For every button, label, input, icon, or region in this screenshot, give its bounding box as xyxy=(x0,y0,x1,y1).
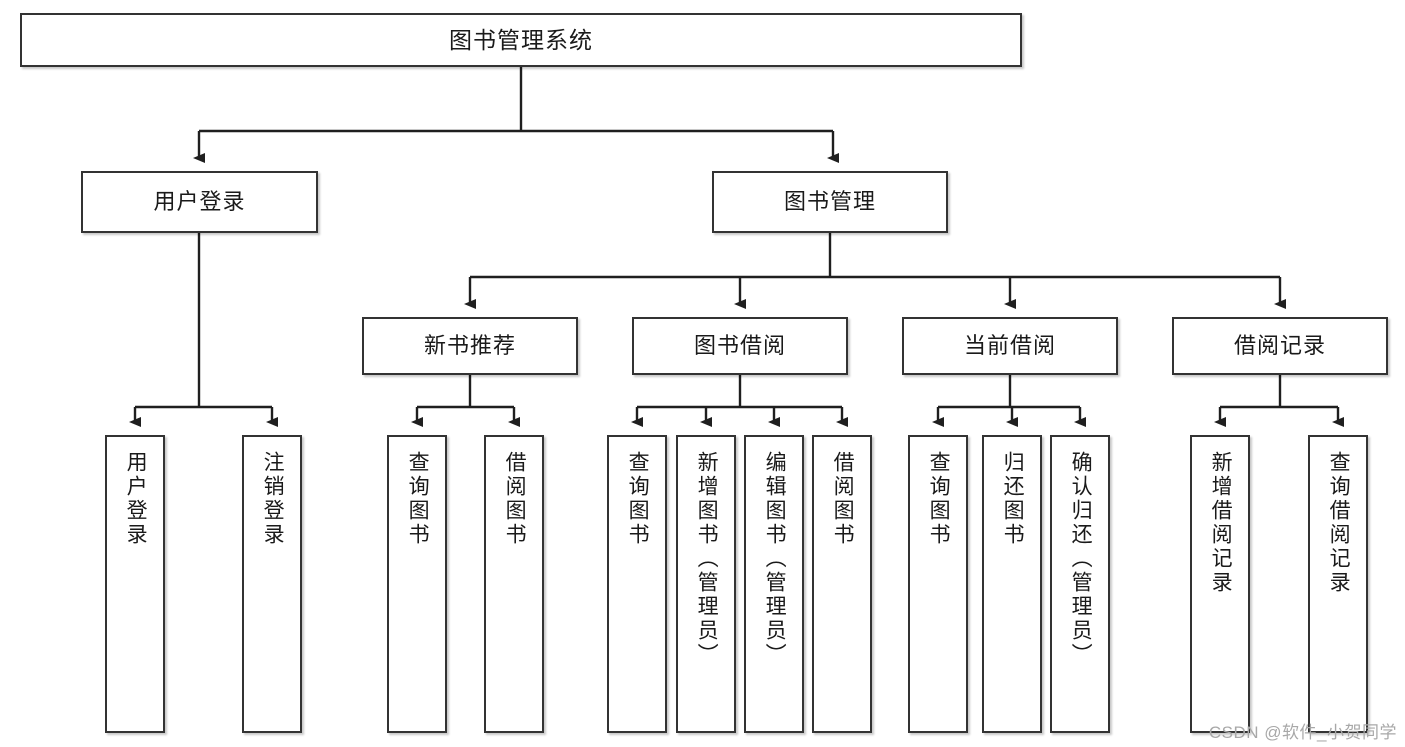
node-label: 归还图书 xyxy=(1001,451,1025,547)
node-leaf-query-book-1[interactable]: 查询图书 xyxy=(387,435,447,733)
node-label: 确认归还（管理员） xyxy=(1069,451,1093,667)
node-label: 借阅图书 xyxy=(503,451,527,547)
node-leaf-query-record[interactable]: 查询借阅记录 xyxy=(1308,435,1368,733)
csdn-watermark: CSDN @软件_小贺同学 xyxy=(1208,723,1397,742)
node-label: 新增借阅记录 xyxy=(1209,451,1233,595)
node-label: 编辑图书（管理员） xyxy=(763,451,787,667)
node-book-borrow[interactable]: 图书借阅 xyxy=(632,317,848,375)
node-leaf-edit-book[interactable]: 编辑图书（管理员） xyxy=(744,435,804,733)
node-user-login[interactable]: 用户登录 xyxy=(81,171,318,233)
node-label: 新增图书（管理员） xyxy=(695,451,719,667)
node-leaf-return-book[interactable]: 归还图书 xyxy=(982,435,1042,733)
node-root-system[interactable]: 图书管理系统 xyxy=(20,13,1022,67)
node-book-manage[interactable]: 图书管理 xyxy=(712,171,948,233)
node-label: 图书借阅 xyxy=(693,333,786,359)
node-leaf-confirm-return[interactable]: 确认归还（管理员） xyxy=(1050,435,1110,733)
node-leaf-borrow-book-2[interactable]: 借阅图书 xyxy=(812,435,872,733)
node-leaf-user-login[interactable]: 用户登录 xyxy=(105,435,165,733)
node-label: 图书管理 xyxy=(783,189,876,215)
node-label: 当前借阅 xyxy=(963,333,1056,359)
node-label: 新书推荐 xyxy=(423,333,516,359)
node-leaf-add-book[interactable]: 新增图书（管理员） xyxy=(676,435,736,733)
node-label: 查询图书 xyxy=(406,451,430,547)
node-current-borrow[interactable]: 当前借阅 xyxy=(902,317,1118,375)
node-borrow-record[interactable]: 借阅记录 xyxy=(1172,317,1388,375)
node-label: 查询图书 xyxy=(626,451,650,547)
node-label: 注销登录 xyxy=(261,451,285,547)
node-label: 借阅图书 xyxy=(831,451,855,547)
node-leaf-logout[interactable]: 注销登录 xyxy=(242,435,302,733)
node-label: 借阅记录 xyxy=(1233,333,1326,359)
node-label: 查询图书 xyxy=(927,451,951,547)
node-leaf-query-book-3[interactable]: 查询图书 xyxy=(908,435,968,733)
node-label: 用户登录 xyxy=(153,189,246,215)
node-label: 用户登录 xyxy=(124,451,148,547)
node-label: 查询借阅记录 xyxy=(1327,451,1351,595)
node-label: 图书管理系统 xyxy=(449,26,593,53)
node-leaf-query-book-2[interactable]: 查询图书 xyxy=(607,435,667,733)
node-leaf-borrow-book-1[interactable]: 借阅图书 xyxy=(484,435,544,733)
node-new-book-rec[interactable]: 新书推荐 xyxy=(362,317,578,375)
node-leaf-add-record[interactable]: 新增借阅记录 xyxy=(1190,435,1250,733)
